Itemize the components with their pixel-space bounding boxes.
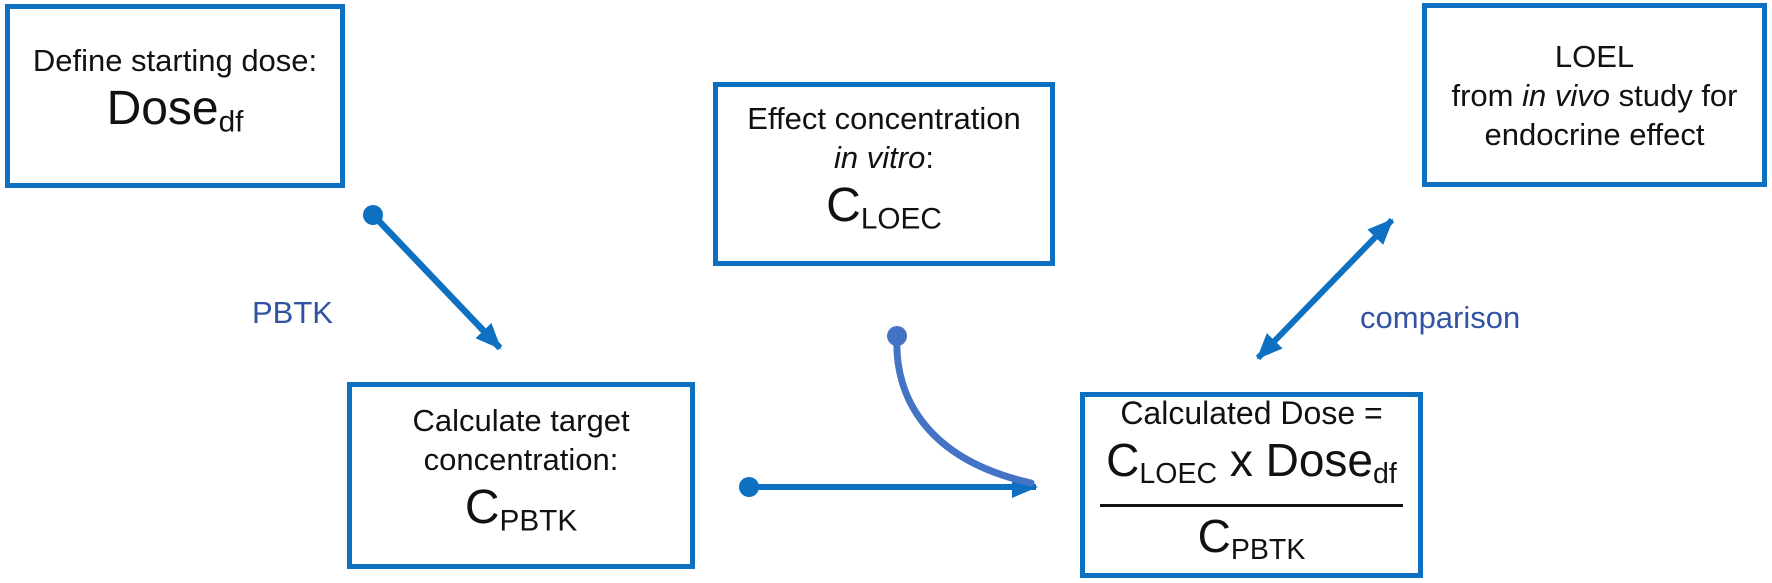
target-box-caption-line2: concentration:	[423, 441, 619, 477]
curve-line	[893, 332, 1035, 487]
calculated-dose-formula: CLOEC x Dosedf CPBTK	[1100, 433, 1403, 577]
target-box-caption-line1: Calculate target	[412, 402, 630, 438]
cpbtk-base: C	[464, 480, 500, 534]
denominator-c-subscript: PBTK	[1230, 534, 1306, 567]
numerator-dose-subscript: df	[1373, 458, 1397, 490]
box-define-starting-dose: Define starting dose: Dosedf	[5, 4, 345, 188]
in-vitro-italic: in vitro	[834, 140, 926, 176]
box-loel: LOEL from in vivo study for endocrine ef…	[1422, 3, 1767, 187]
in-vivo-italic: in vivo	[1522, 77, 1610, 113]
numerator-dose-base: Dose	[1265, 433, 1374, 486]
comparison-arrow-line	[1255, 217, 1395, 361]
loel-line1: LOEL	[1554, 38, 1635, 74]
effect-box-caption-line2: in vitro:	[834, 138, 934, 177]
loel-line2: from in vivo study for	[1452, 76, 1738, 115]
cpbtk-subscript: PBTK	[499, 504, 578, 538]
loel-line3: endocrine effect	[1484, 116, 1705, 152]
calcdose-caption: Calculated Dose =	[1120, 394, 1383, 431]
formula-numerator: CLOEC x Dosedf	[1100, 433, 1403, 507]
dose-formula: Dosedf	[107, 80, 244, 151]
curve-start-dot	[887, 326, 907, 346]
pbtk-arrow-start-dot	[363, 205, 383, 225]
cpbtk-formula: CPBTK	[465, 479, 577, 550]
comparison-arrow-label: comparison	[1360, 300, 1521, 335]
formula-denominator: CPBTK	[1100, 507, 1403, 577]
dose-formula-subscript: df	[218, 105, 244, 139]
box-calculate-target-concentration: Calculate target concentration: CPBTK	[347, 382, 695, 569]
pbtk-arrow-label: PBTK	[252, 295, 333, 330]
in-vitro-colon: :	[925, 140, 934, 176]
effect-box-caption-line1: Effect concentration	[747, 101, 1021, 137]
box-calculated-dose: Calculated Dose = CLOEC x Dosedf CPBTK	[1080, 392, 1423, 578]
dose-formula-base: Dose	[106, 81, 219, 135]
target-to-calcdose-arrow	[739, 476, 1038, 498]
pbtk-arrow	[363, 205, 503, 351]
numerator-operator: x	[1217, 433, 1266, 486]
denominator-c-base: C	[1197, 510, 1231, 562]
loel-line2-post: study for	[1610, 77, 1738, 113]
horizontal-arrow-start-dot	[739, 477, 759, 497]
cloec-base: C	[826, 179, 861, 233]
comparison-arrow	[1255, 217, 1395, 361]
cloec-subscript: LOEC	[860, 202, 942, 236]
pbtk-arrow-line	[374, 216, 503, 351]
box-effect-concentration: Effect concentration in vitro: CLOEC	[713, 82, 1055, 266]
effect-to-calcdose-curve	[887, 326, 1035, 487]
loel-line2-pre: from	[1451, 77, 1523, 113]
cloec-formula: CLOEC	[826, 177, 942, 248]
dose-box-caption: Define starting dose:	[32, 42, 318, 78]
numerator-c-base: C	[1106, 433, 1140, 486]
numerator-c-subscript: LOEC	[1139, 458, 1218, 490]
